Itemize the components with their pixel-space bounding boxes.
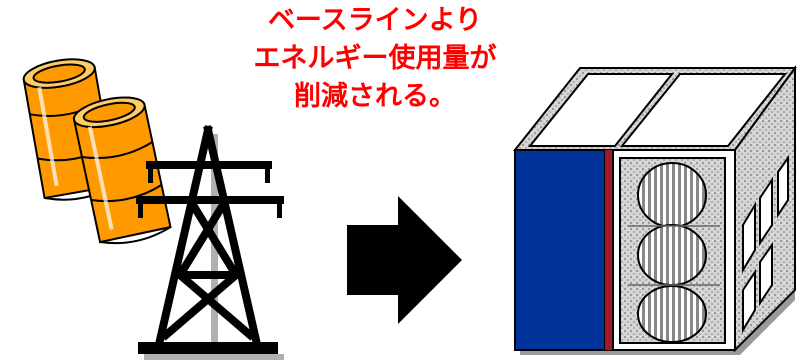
- data-center-building-icon: [512, 64, 797, 355]
- caption-text: ベースラインより エネルギー使用量が 削減される。: [190, 2, 560, 116]
- caption-line-3: 削減される。: [294, 81, 456, 112]
- caption-line-1: ベースラインより: [267, 5, 483, 36]
- oil-barrels-icon: [22, 58, 172, 245]
- power-transmission-tower-icon: [136, 125, 284, 360]
- right-arrow-icon: [347, 196, 462, 324]
- caption-line-2: エネルギー使用量が: [253, 43, 497, 74]
